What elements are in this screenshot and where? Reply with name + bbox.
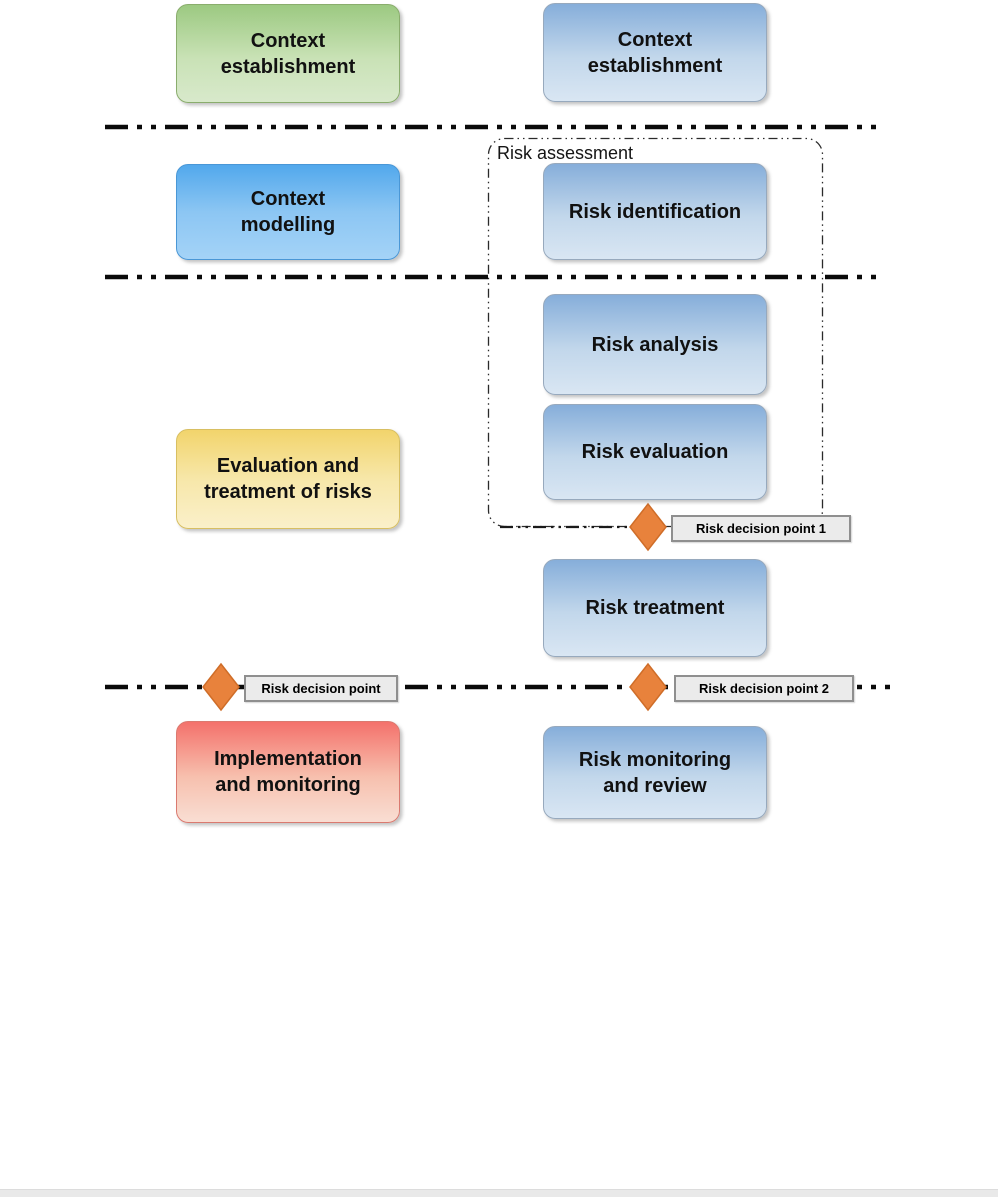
box-risk-monitoring-and-review: Risk monitoring and review [543, 726, 767, 819]
box-label: Risk monitoring and review [578, 748, 732, 797]
box-risk-analysis: Risk analysis [543, 294, 767, 395]
box-label: Context establishment [587, 28, 723, 77]
page-bottom-strip [0, 1189, 998, 1197]
decision-diamond-1 [629, 502, 667, 552]
box-implementation-and-monitoring: Implementation and monitoring [176, 721, 400, 823]
decision-label-risk-decision-point: Risk decision point [244, 675, 398, 702]
box-label: Context modelling [240, 188, 336, 236]
box-label: Context establishment [220, 29, 356, 78]
box-risk-treatment: Risk treatment [543, 559, 767, 657]
box-label: Implementation and monitoring [214, 748, 362, 796]
box-label: Risk analysis [591, 333, 719, 356]
box-risk-evaluation: Risk evaluation [543, 404, 767, 500]
box-context-establishment-right: Context establishment [543, 3, 767, 102]
box-risk-identification: Risk identification [543, 163, 767, 260]
box-label: Risk evaluation [581, 441, 729, 463]
box-label: Evaluation and treatment of risks [204, 455, 372, 503]
decision-label-risk-decision-point-2: Risk decision point 2 [674, 675, 854, 702]
box-context-establishment-left: Context establishment [176, 4, 400, 103]
box-context-modelling: Context modelling [176, 164, 400, 260]
decision-diamond-2 [629, 662, 667, 712]
box-evaluation-and-treatment: Evaluation and treatment of risks [176, 429, 400, 529]
box-label: Risk identification [568, 200, 742, 223]
decision-diamond-left [202, 662, 240, 712]
risk-assessment-group-label: Risk assessment [497, 143, 634, 163]
box-label: Risk treatment [585, 597, 725, 619]
decision-label-risk-decision-point-1: Risk decision point 1 [671, 515, 851, 542]
